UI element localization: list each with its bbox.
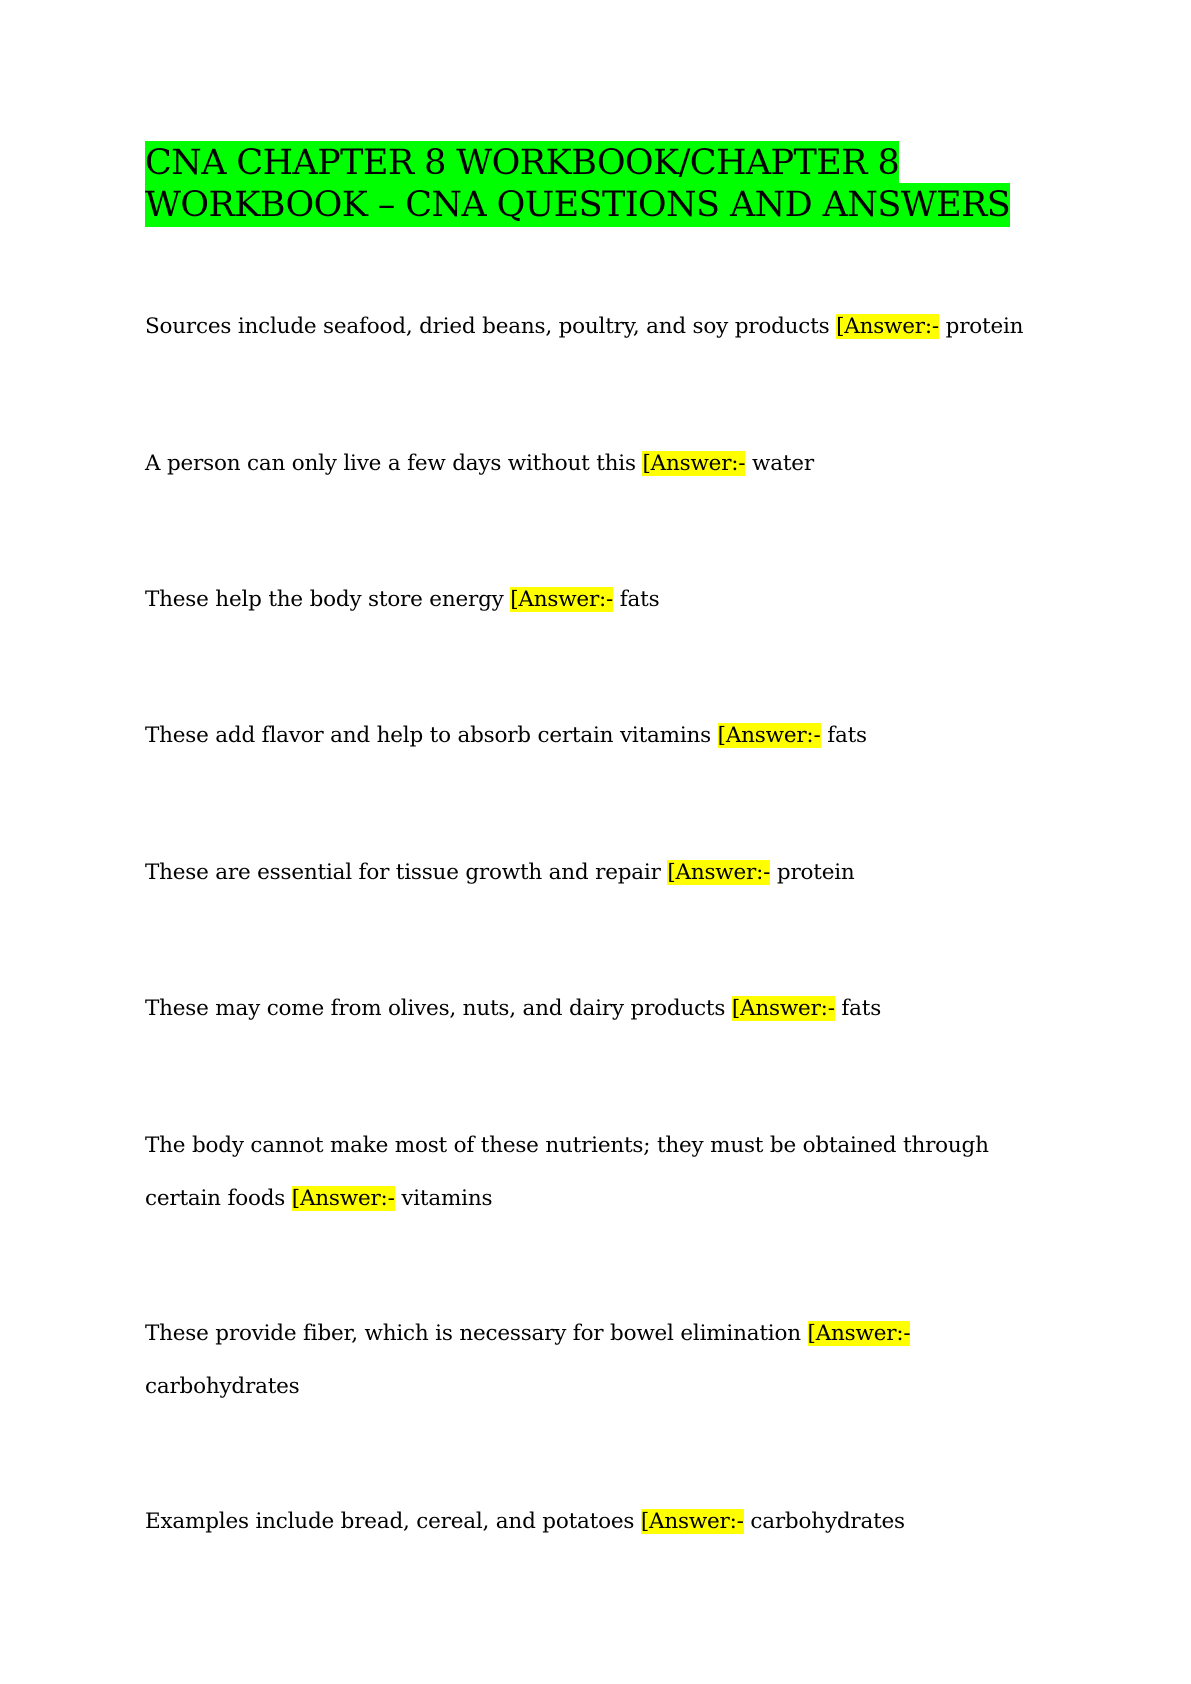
answer-label: [Answer:- xyxy=(731,996,835,1021)
question-text: A person can only live a few days withou… xyxy=(145,451,636,476)
answer-label: [Answer:- xyxy=(291,1186,395,1211)
answer-text: protein xyxy=(776,860,855,885)
answer-label: [Answer:- xyxy=(717,723,821,748)
answer-text: water xyxy=(752,451,814,476)
qa-item: These provide fiber, which is necessary … xyxy=(145,1307,1045,1413)
question-text: Sources include seafood, dried beans, po… xyxy=(145,314,830,339)
answer-label: [Answer:- xyxy=(642,451,746,476)
answer-text: carbohydrates xyxy=(750,1509,905,1534)
qa-item: Sources include seafood, dried beans, po… xyxy=(145,300,1045,353)
qa-item: Examples include bread, cereal, and pota… xyxy=(145,1495,1045,1548)
answer-text: fats xyxy=(827,723,867,748)
answer-text: carbohydrates xyxy=(145,1374,300,1399)
question-text: These help the body store energy xyxy=(145,587,504,612)
question-text: These are essential for tissue growth an… xyxy=(145,860,661,885)
answer-label: [Answer:- xyxy=(807,1321,911,1346)
qa-item: These add flavor and help to absorb cert… xyxy=(145,709,1045,762)
question-text: The body cannot make most of these nutri… xyxy=(145,1133,989,1211)
qa-item: These may come from olives, nuts, and da… xyxy=(145,982,1045,1035)
answer-label: [Answer:- xyxy=(667,860,771,885)
page-title-text: CNA CHAPTER 8 WORKBOOK/CHAPTER 8 WORKBOO… xyxy=(145,141,1011,227)
question-text: Examples include bread, cereal, and pota… xyxy=(145,1509,635,1534)
page-title: CNA CHAPTER 8 WORKBOOK/CHAPTER 8 WORKBOO… xyxy=(145,141,1045,227)
answer-text: vitamins xyxy=(401,1186,493,1211)
answer-label: [Answer:- xyxy=(640,1509,744,1534)
answer-label: [Answer:- xyxy=(510,587,614,612)
answer-label: [Answer:- xyxy=(836,314,939,339)
qa-item: A person can only live a few days withou… xyxy=(145,437,1045,490)
answer-text: fats xyxy=(619,587,660,612)
answer-text: fats xyxy=(841,996,882,1021)
qa-item: These help the body store energy [Answer… xyxy=(145,573,1045,626)
question-text: These may come from olives, nuts, and da… xyxy=(145,996,726,1021)
question-text: These provide fiber, which is necessary … xyxy=(145,1321,801,1346)
qa-item: The body cannot make most of these nutri… xyxy=(145,1119,1045,1225)
question-text: These add flavor and help to absorb cert… xyxy=(145,723,711,748)
answer-text: protein xyxy=(945,314,1024,339)
qa-item: These are essential for tissue growth an… xyxy=(145,846,1045,899)
